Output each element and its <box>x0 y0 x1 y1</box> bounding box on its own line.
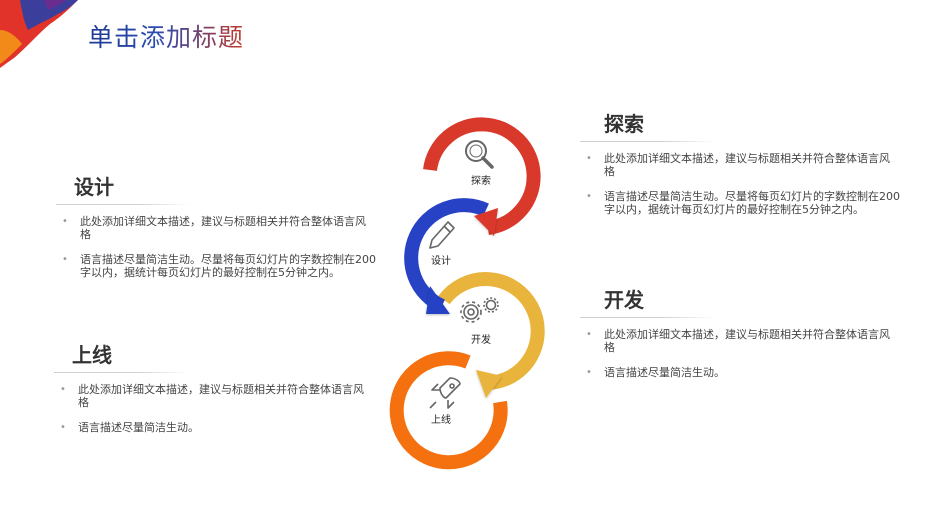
section-divider <box>54 372 189 373</box>
ring-label-launch: 上线 <box>431 415 451 426</box>
gears-icon <box>460 297 499 323</box>
section-explore: 探索 此处添加详细文本描述，建议与标题相关并符合整体语言风格 语言描述尽量简洁生… <box>580 108 900 228</box>
ring-launch <box>389 351 508 470</box>
section-design: 设计 此处添加详细文本描述，建议与标题相关并符合整体语言风格 语言描述尽量简洁生… <box>56 171 376 291</box>
bullet-list-develop: 此处添加详细文本描述，建议与标题相关并符合整体语言风格 语言描述尽量简洁生动。 <box>580 328 900 379</box>
list-item[interactable]: 此处添加详细文本描述，建议与标题相关并符合整体语言风格 <box>580 328 900 354</box>
ring-explore <box>423 117 541 236</box>
ring-develop <box>438 272 545 398</box>
section-heading-launch[interactable]: 上线 <box>72 343 112 367</box>
list-item[interactable]: 此处添加详细文本描述，建议与标题相关并符合整体语言风格 <box>580 152 900 178</box>
section-divider <box>580 317 715 318</box>
pencil-icon <box>429 221 455 249</box>
list-item[interactable]: 此处添加详细文本描述，建议与标题相关并符合整体语言风格 <box>56 215 376 241</box>
section-heading-explore[interactable]: 探索 <box>604 112 644 136</box>
section-launch: 上线 此处添加详细文本描述，建议与标题相关并符合整体语言风格 语言描述尽量简洁生… <box>54 339 374 446</box>
bullet-list-explore: 此处添加详细文本描述，建议与标题相关并符合整体语言风格 语言描述尽量简洁生动。尽… <box>580 152 900 216</box>
rocket-icon <box>429 377 461 409</box>
bullet-list-design: 此处添加详细文本描述，建议与标题相关并符合整体语言风格 语言描述尽量简洁生动。尽… <box>56 215 376 279</box>
section-heading-develop[interactable]: 开发 <box>604 288 644 312</box>
list-item[interactable]: 语言描述尽量简洁生动。 <box>54 421 374 434</box>
process-ring-diagram <box>389 117 545 470</box>
ring-label-design: 设计 <box>431 256 451 267</box>
list-item[interactable]: 此处添加详细文本描述，建议与标题相关并符合整体语言风格 <box>54 383 374 409</box>
list-item[interactable]: 语言描述尽量简洁生动。尽量将每页幻灯片的字数控制在200字以内，据统计每页幻灯片… <box>580 190 900 216</box>
magnifier-icon <box>465 140 494 169</box>
ring-label-develop: 开发 <box>471 335 491 346</box>
section-develop: 开发 此处添加详细文本描述，建议与标题相关并符合整体语言风格 语言描述尽量简洁生… <box>580 284 900 391</box>
bullet-list-launch: 此处添加详细文本描述，建议与标题相关并符合整体语言风格 语言描述尽量简洁生动。 <box>54 383 374 434</box>
list-item[interactable]: 语言描述尽量简洁生动。尽量将每页幻灯片的字数控制在200字以内，据统计每页幻灯片… <box>56 253 376 279</box>
ring-design <box>404 198 489 314</box>
page-title[interactable]: 单击添加标题 <box>88 18 244 54</box>
section-divider <box>56 204 191 205</box>
section-divider <box>580 141 715 142</box>
ring-label-explore: 探索 <box>471 176 491 187</box>
list-item[interactable]: 语言描述尽量简洁生动。 <box>580 366 900 379</box>
brush-stroke-decoration <box>0 0 78 68</box>
section-heading-design[interactable]: 设计 <box>74 175 114 199</box>
